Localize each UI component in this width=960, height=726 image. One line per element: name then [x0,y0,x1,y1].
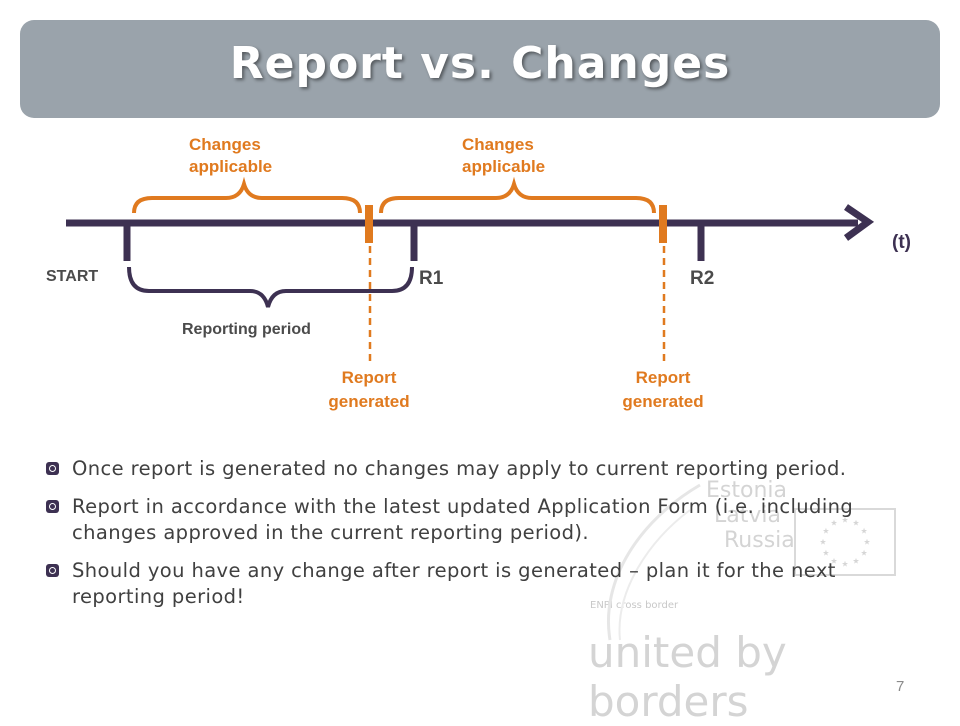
watermark-country-2: Latvia [714,503,781,528]
eu-flag-icon [794,508,896,576]
star-icon [852,519,860,526]
bullet-item: Report in accordance with the latest upd… [46,494,906,546]
star-icon [819,538,827,545]
watermark-country-1: Estonia [706,478,787,503]
star-icon [861,527,868,534]
bullet-list: Once report is generated no changes may … [46,456,906,622]
page-number: 7 [896,678,905,695]
star-icon [841,516,849,523]
star-icon [852,557,860,564]
changes-brace-1 [132,176,362,214]
bullet-icon [46,564,59,577]
bullet-icon [46,500,59,513]
slide-title: Report vs. Changes [229,37,731,89]
title-bar: Report vs. Changes [20,20,940,118]
star-icon [830,557,838,564]
bullet-item: Should you have any change after report … [46,558,906,610]
star-icon [863,538,871,545]
star-icon [822,549,829,556]
star-icon [841,560,849,567]
changes-brace-2 [379,176,656,214]
star-icon [822,527,829,534]
star-icon [861,549,868,556]
watermark-country-3: Russia [724,528,795,553]
time-axis-label: (t) [892,232,911,253]
r2-label: R2 [690,268,715,289]
bullet-item: Once report is generated no changes may … [46,456,906,482]
reporting-period-brace [127,266,414,308]
star-icon [830,519,838,526]
eu-stars-icon [819,516,871,567]
timeline-arrowhead [843,204,875,241]
r1-label: R1 [419,268,444,289]
reporting-period-label: Reporting period [182,321,311,338]
bullet-icon [46,462,59,475]
start-label: START [46,268,99,285]
